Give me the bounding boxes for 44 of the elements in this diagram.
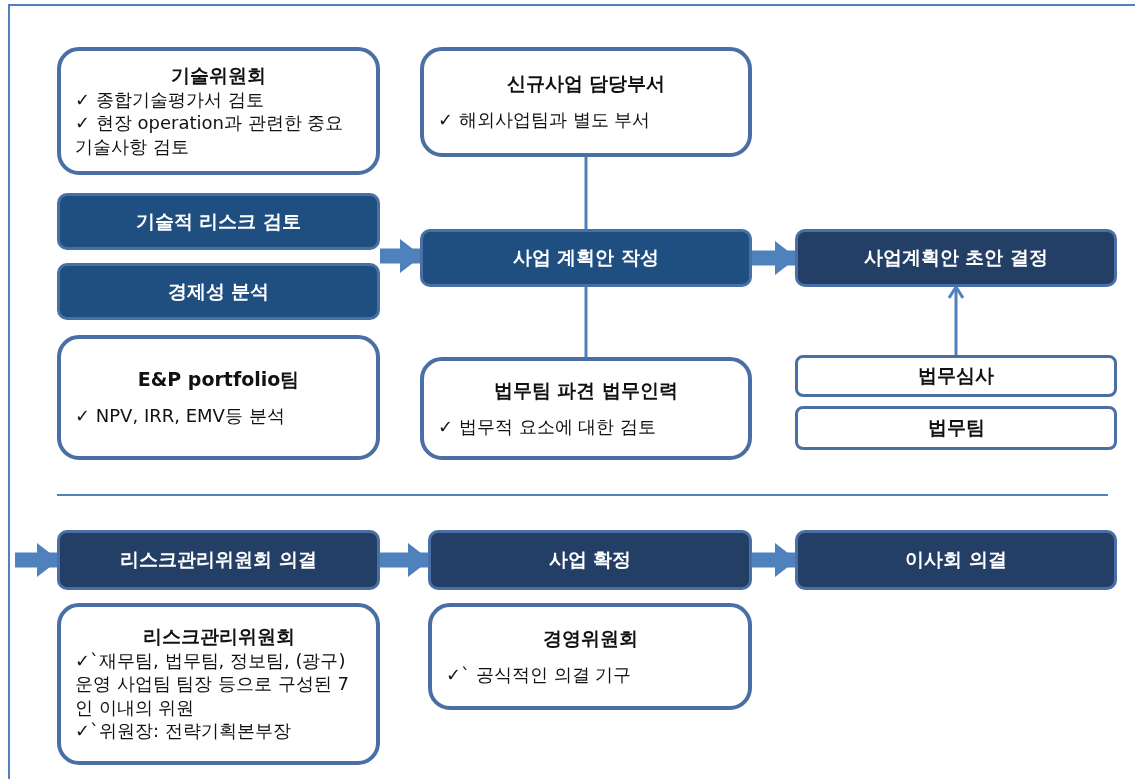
process-box [57, 193, 380, 250]
arrow [752, 241, 797, 275]
process-box [57, 530, 380, 590]
bullet-text: ✓ 종합기술평가서 검토 [75, 87, 265, 112]
card-heading: 신규사업 담당부서 [505, 72, 667, 97]
process-box [795, 406, 1117, 450]
step-label: 사업 확정 [547, 548, 633, 572]
card-heading: 법무팀 파견 법무인력 [492, 378, 680, 403]
info-card [420, 47, 752, 157]
bullet-text: ✓ 해외사업팀과 별도 부서 [438, 108, 652, 132]
info-card [428, 603, 752, 710]
info-card [57, 335, 380, 460]
arrow [380, 543, 430, 577]
process-box [57, 263, 380, 320]
process-box [428, 530, 752, 590]
info-card [57, 603, 380, 765]
bullet-text: ✓ 현장 operation과 관련한 중요 기술사항 검토 [75, 111, 345, 158]
step-label: 경제성 분석 [166, 279, 271, 304]
process-box [795, 355, 1117, 397]
card-heading: E&P portfolio팀 [136, 367, 301, 392]
step-label: 이사회 의결 [904, 548, 1008, 572]
process-box [420, 229, 752, 287]
info-card [57, 47, 380, 175]
bullet-text: ✓ NPV, IRR, EMV등 분석 [75, 403, 286, 428]
bullet-text: ✓` 공식적인 의결 기구 [446, 662, 633, 687]
step-label: 리스크관리위원회 의결 [119, 548, 318, 572]
arrow [380, 239, 422, 273]
step-label: 법무심사 [917, 364, 995, 388]
arrow [15, 543, 59, 577]
process-box [795, 229, 1117, 287]
arrow [947, 285, 965, 355]
step-label: 사업계획안 초안 결정 [862, 246, 1050, 270]
step-label: 사업 계획안 작성 [511, 246, 661, 270]
process-box [795, 530, 1117, 590]
card-heading: 리스크관리위원회 [141, 625, 296, 650]
step-label: 법무팀 [926, 416, 986, 440]
step-label: 기술적 리스크 검토 [134, 209, 303, 234]
bullet-text: ✓`위원장: 전략기획본부장 [75, 719, 292, 743]
card-heading: 경영위원회 [541, 626, 639, 651]
card-heading: 기술위원회 [170, 64, 267, 88]
bullet-text: ✓ 법무적 요소에 대한 검토 [438, 414, 657, 439]
info-card [420, 357, 752, 460]
bullet-text: ✓`재무팀, 법무팀, 정보팀, (광구) 운영 사업팀 팀장 등으로 구성된 7인 이내의 위원 [75, 649, 351, 720]
arrow [752, 543, 797, 577]
